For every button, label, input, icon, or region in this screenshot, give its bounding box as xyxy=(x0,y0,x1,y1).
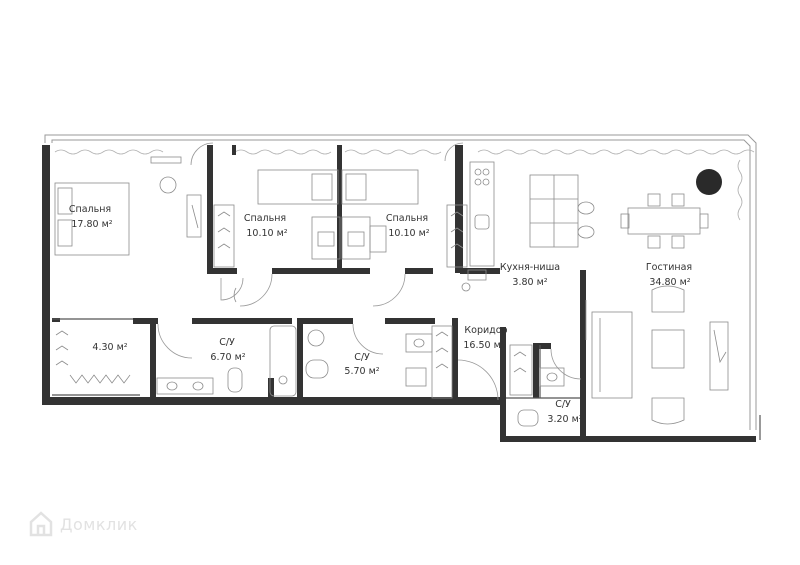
room-name-kitchen: Кухня-ниша xyxy=(500,262,560,273)
watermark-text: Домклик xyxy=(60,514,138,534)
glazing xyxy=(44,134,757,430)
window-curtains xyxy=(54,149,755,221)
room-area-bath-1: 6.70 м² xyxy=(210,352,245,363)
watermark: Домклик xyxy=(28,510,138,538)
room-name-bath-3: С/У xyxy=(555,399,571,410)
room-area-bath-2: 5.70 м² xyxy=(344,366,379,377)
room-name-bath-2: С/У xyxy=(354,352,370,363)
room-name-bedroom-3: Спальня xyxy=(386,213,428,224)
room-name-bedroom-2: Спальня xyxy=(244,213,286,224)
house-logo-icon xyxy=(29,511,53,537)
room-area-bedroom-2: 10.10 м² xyxy=(246,228,287,239)
room-area-living: 34.80 м² xyxy=(649,277,690,288)
accent-plant-icon xyxy=(696,169,722,195)
room-name-bedroom-1: Спальня xyxy=(69,204,111,215)
room-area-corridor: 16.50 м² xyxy=(463,340,504,351)
room-area-bedroom-1: 17.80 м² xyxy=(71,219,112,230)
room-name-bath-1: С/У xyxy=(219,337,235,348)
walls xyxy=(42,145,756,442)
doors xyxy=(157,142,587,401)
room-area-bedroom-3: 10.10 м² xyxy=(388,228,429,239)
room-name-corridor: Коридор xyxy=(464,325,507,336)
room-labels: Спальня 17.80 м² Спальня 10.10 м² Спальн… xyxy=(69,204,692,425)
room-area-storage: 4.30 м² xyxy=(92,342,127,353)
room-area-bath-3: 3.20 м² xyxy=(547,414,582,425)
room-area-kitchen: 3.80 м² xyxy=(512,277,547,288)
furniture xyxy=(54,156,729,427)
room-name-living: Гостиная xyxy=(646,262,692,273)
partitions xyxy=(52,318,761,440)
